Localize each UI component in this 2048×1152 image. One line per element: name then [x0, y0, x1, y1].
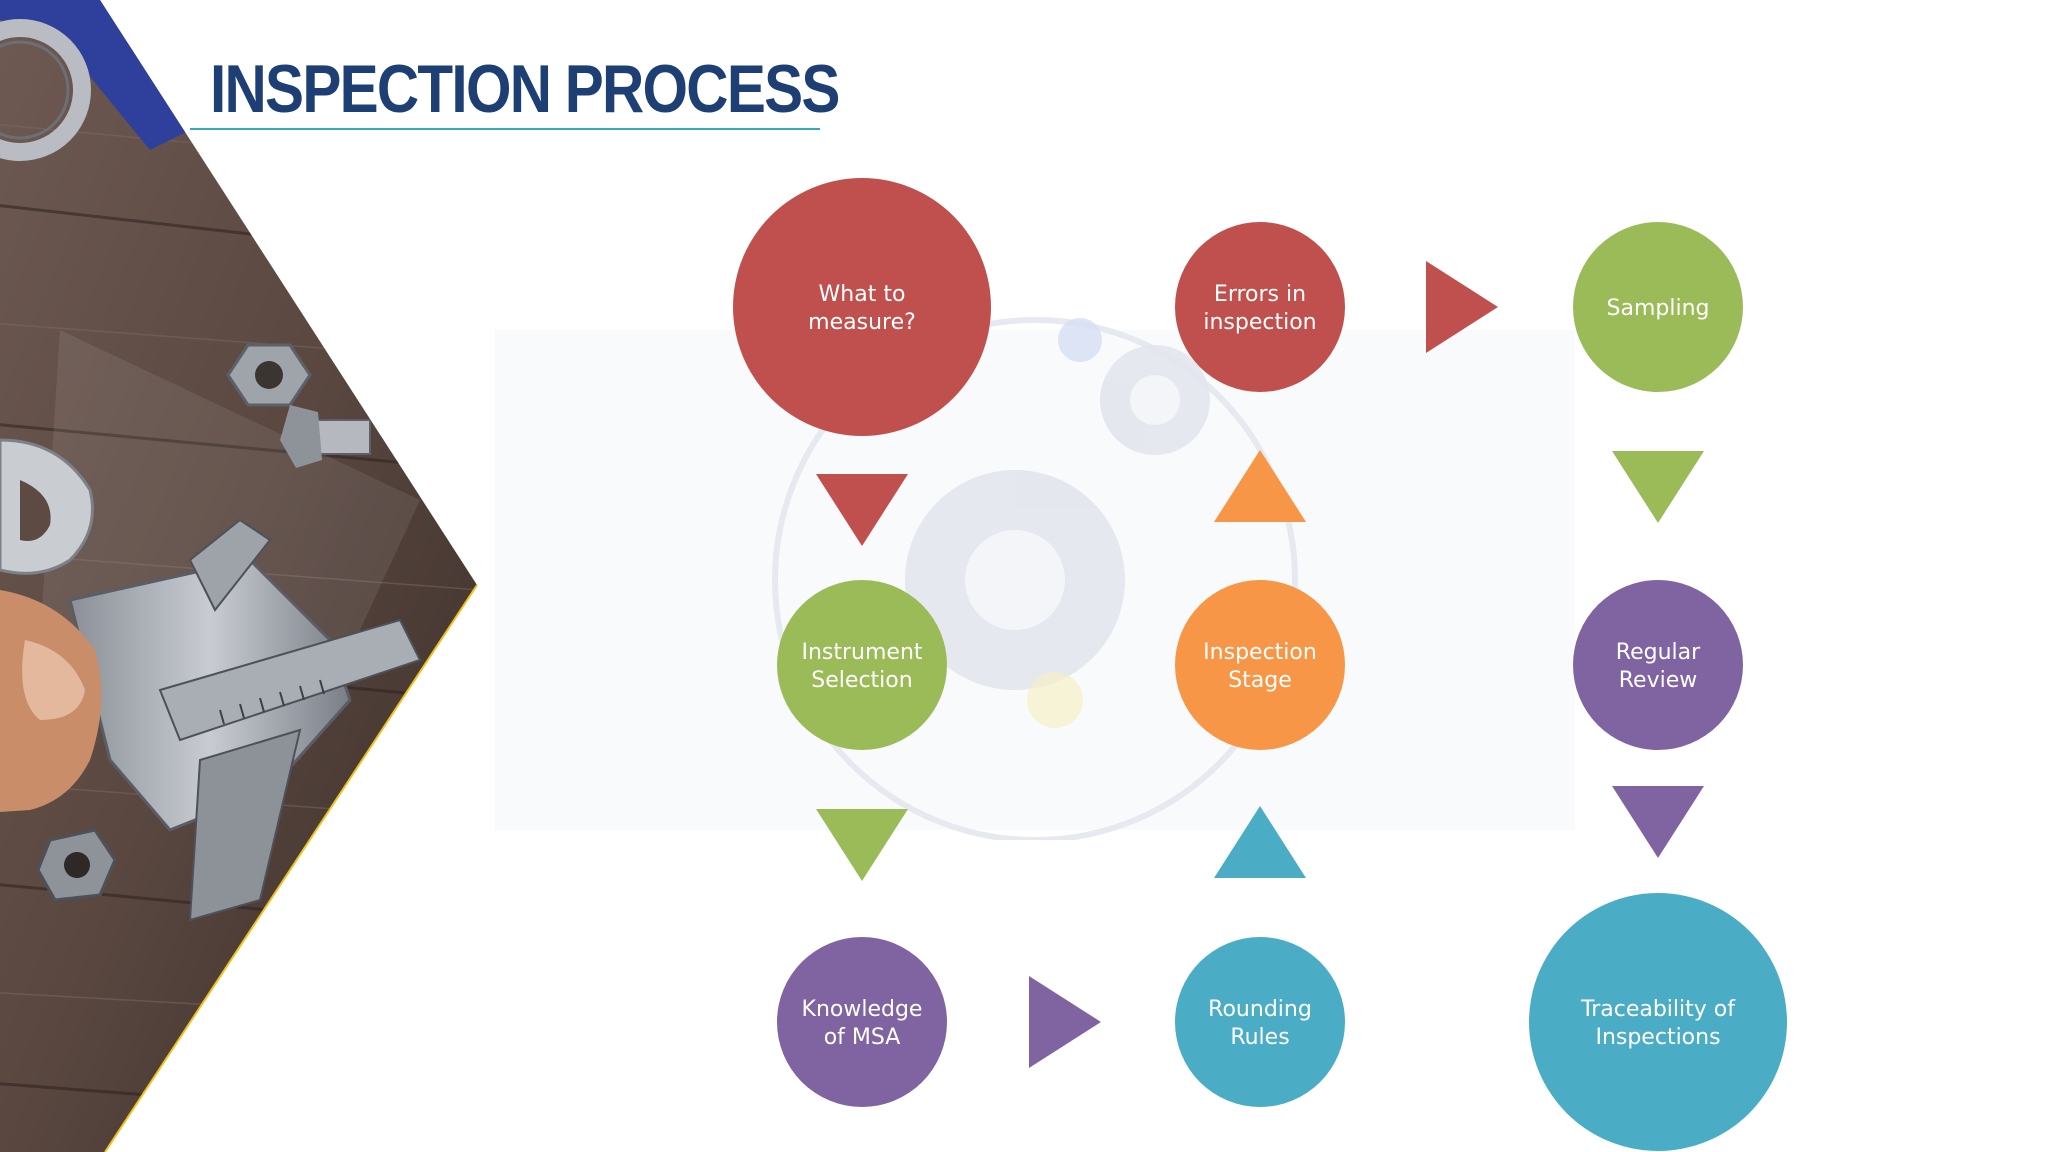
node-label: Rules: [1230, 1025, 1289, 1050]
node-label: Instrument: [801, 640, 922, 665]
arrow-stage-to-errors: [1214, 450, 1306, 522]
node-circle: [1175, 937, 1345, 1107]
node-circle: [1175, 222, 1345, 392]
arrow-review-to-traceability: [1612, 786, 1704, 858]
node-label: Review: [1619, 668, 1698, 693]
arrow-rounding-to-stage: [1214, 806, 1306, 878]
node-label: Knowledge: [802, 997, 923, 1022]
node-what-to-measure: What to measure?: [733, 178, 991, 436]
node-label: measure?: [808, 310, 916, 335]
node-circle: [777, 937, 947, 1107]
node-label: of MSA: [824, 1025, 901, 1050]
node-circle: [1529, 893, 1787, 1151]
node-label: Inspection: [1203, 640, 1317, 665]
node-circle: [777, 580, 947, 750]
arrow-sampling-to-review: [1612, 451, 1704, 523]
gear-watermark: [495, 317, 1575, 840]
node-circle: [1175, 580, 1345, 750]
node-label: Traceability of: [1580, 997, 1736, 1022]
node-label: inspection: [1203, 310, 1316, 335]
node-label: Rounding: [1208, 997, 1312, 1022]
arrow-knowledge-to-rounding: [1029, 976, 1101, 1068]
arrow-what-to-instrument: [816, 474, 908, 546]
arrow-errors-to-sampling: [1426, 261, 1498, 353]
title-underline: [190, 128, 820, 130]
node-traceability-of-inspections: Traceability of Inspections: [1529, 893, 1787, 1151]
node-label: Selection: [811, 668, 912, 693]
node-knowledge-of-msa: Knowledge of MSA: [777, 937, 947, 1107]
node-label: Sampling: [1607, 296, 1710, 321]
node-label: Inspections: [1595, 1025, 1720, 1050]
title-block: INSPECTION PROCESS: [210, 45, 941, 133]
node-circle: [1573, 222, 1743, 392]
node-circle: [733, 178, 991, 436]
node-errors-in-inspection: Errors in inspection: [1175, 222, 1345, 392]
node-sampling: Sampling: [1573, 222, 1743, 392]
node-label: Errors in: [1214, 282, 1306, 307]
page-title: INSPECTION PROCESS: [210, 51, 840, 127]
node-circle: [1573, 580, 1743, 750]
node-label: What to: [819, 282, 906, 307]
node-label: Stage: [1228, 668, 1292, 693]
tools-photo: [0, 0, 478, 1152]
arrow-instrument-to-knowledge: [816, 809, 908, 881]
node-label: Regular: [1616, 640, 1701, 665]
